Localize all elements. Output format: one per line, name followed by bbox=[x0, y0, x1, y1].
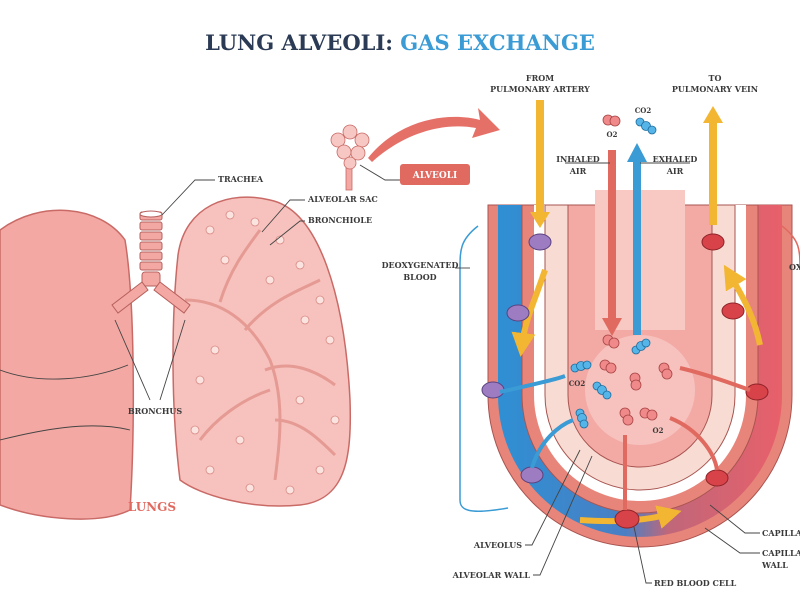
lungs-label: LUNGS bbox=[128, 500, 176, 514]
o2-top-label: O2 bbox=[607, 130, 618, 139]
capillary-wall-label-1: CAPILLARY bbox=[762, 548, 800, 558]
deoxygenated-label-2: BLOOD bbox=[403, 272, 436, 282]
inhaled-air-label-1: INHALED bbox=[556, 154, 600, 164]
bronchus-label: BRONCHUS bbox=[128, 406, 183, 416]
bronchiole-tree bbox=[184, 229, 337, 481]
trachea bbox=[111, 211, 191, 314]
capillary-wall-label-2: WALL bbox=[761, 560, 788, 570]
deoxygenated-bracket bbox=[459, 225, 509, 512]
curved-arrow bbox=[368, 108, 500, 162]
inhaled-air-arrow bbox=[602, 318, 622, 336]
alveoli-badge-label: ALVEOLI bbox=[412, 171, 457, 181]
oxygenated-cells bbox=[614, 233, 769, 529]
alveolus-label: ALVEOLUS bbox=[473, 540, 522, 550]
exhaled-air-arrow bbox=[627, 143, 647, 162]
alveolar-sac-label: ALVEOLAR SAC bbox=[307, 194, 378, 204]
trachea-label: TRACHEA bbox=[218, 174, 264, 184]
arrow-up-vein bbox=[703, 106, 723, 123]
to-vein-label-1: TO bbox=[709, 73, 722, 83]
exhaled-air-label-1: EXHALED bbox=[653, 154, 698, 164]
title-part2: GAS EXCHANGE bbox=[400, 30, 595, 55]
co2-top-label: CO2 bbox=[635, 106, 652, 115]
alveoli-badge bbox=[400, 164, 470, 185]
alveolar-wall-label: ALVEOLAR WALL bbox=[452, 570, 531, 580]
page-title: LUNG ALVEOLI: GAS EXCHANGE bbox=[205, 30, 595, 55]
bronchiole-label: BRONCHIOLE bbox=[308, 215, 372, 225]
right-lung bbox=[172, 196, 352, 507]
o2-inner-label: O2 bbox=[653, 426, 664, 435]
alveoli-dots bbox=[190, 210, 340, 495]
deoxygenated-cells bbox=[481, 233, 552, 484]
deoxygenated-label-1: DEOXYGENATED bbox=[382, 260, 459, 270]
oxygenated-label-partial: OX bbox=[789, 262, 800, 272]
alveoli-cluster-icon bbox=[330, 124, 370, 191]
from-artery-label-2: PULMONARY ARTERY bbox=[490, 84, 590, 94]
capillary-label: CAPILLARY bbox=[762, 528, 800, 538]
title-part1: LUNG ALVEOLI: bbox=[205, 30, 393, 55]
from-artery-label-1: FROM bbox=[526, 73, 554, 83]
exhaled-air-label-2: AIR bbox=[666, 166, 684, 176]
co2-inner-label: CO2 bbox=[569, 379, 586, 388]
lungs-illustration: TRACHEA ALVEOLAR SAC BRONCHIOLE BRONCHUS… bbox=[0, 174, 378, 520]
to-vein-label-2: PULMONARY VEIN bbox=[672, 84, 758, 94]
red-blood-cell-label: RED BLOOD CELL bbox=[654, 578, 737, 588]
left-lung bbox=[0, 209, 135, 520]
arrow-down-artery bbox=[530, 212, 550, 228]
inhaled-air-label-2: AIR bbox=[569, 166, 587, 176]
co2-molecules bbox=[570, 117, 657, 429]
o2-molecules bbox=[599, 114, 673, 426]
